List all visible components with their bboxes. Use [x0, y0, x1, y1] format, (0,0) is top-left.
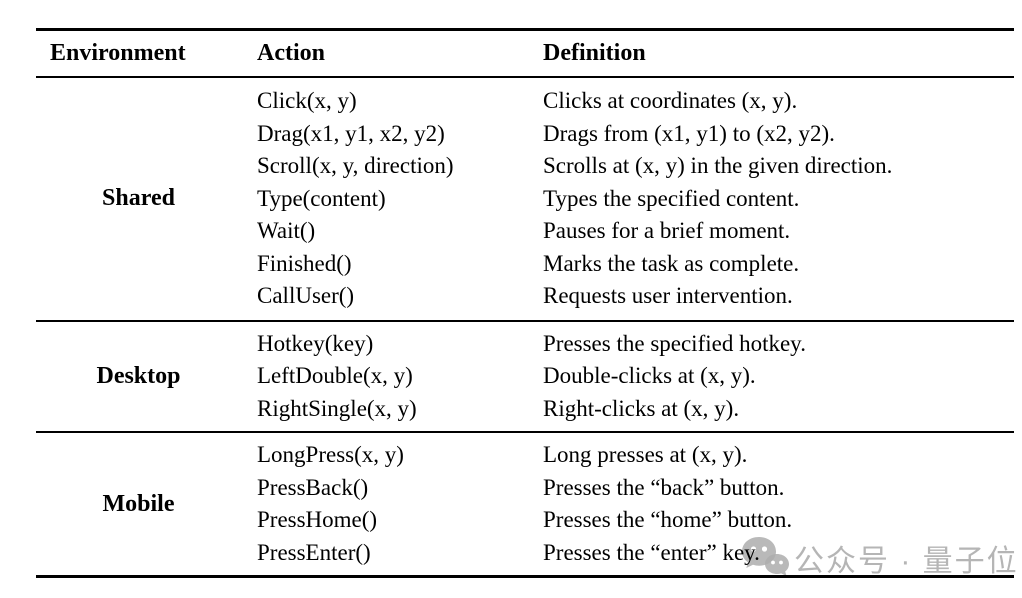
section-mobile-rows: LongPress(x, y) PressBack() PressHome() …: [241, 439, 1014, 569]
action-cell: Click(x, y): [257, 88, 357, 113]
env-label-mobile: Mobile: [102, 490, 175, 517]
env-label-shared: Shared: [102, 185, 175, 212]
header-environment: Environment: [50, 40, 186, 66]
definition-cell: Drags from (x1, y1) to (x2, y2).: [543, 120, 835, 146]
action-cells: LongPress(x, y) PressBack() PressHome() …: [241, 439, 543, 569]
definition-cell: Types the specified content.: [543, 185, 800, 211]
qbitai-watermark: 公众号 · 量子位: [740, 534, 1019, 582]
definition-cell: Requests user intervention.: [543, 283, 793, 308]
action-cell: CallUser(): [257, 283, 355, 308]
section-desktop-rows: Hotkey(key) LeftDouble(x, y) RightSingle…: [241, 328, 1014, 426]
definition-cell: Double-clicks at (x, y).: [543, 363, 756, 388]
table-header-row: Environment Action Definition: [36, 31, 1014, 78]
definition-cell: Presses the “enter” key.: [543, 539, 760, 565]
env-label-desktop: Desktop: [96, 362, 181, 389]
definition-cell: Presses the “back” button.: [543, 474, 785, 500]
action-cell: PressEnter(): [257, 539, 371, 565]
action-cell: PressBack(): [257, 474, 369, 500]
action-cell: Type(content): [257, 185, 386, 211]
definition-cell: Long presses at (x, y).: [543, 442, 748, 467]
action-cell: Hotkey(key): [257, 330, 374, 356]
action-cell: Finished(): [257, 250, 352, 276]
actions-table: Environment Action Definition Shared Cli…: [36, 28, 1014, 578]
header-action: Action: [257, 40, 325, 66]
action-cell: LongPress(x, y): [257, 442, 404, 467]
definition-cell: Presses the specified hotkey.: [543, 330, 806, 356]
watermark-text: 公众号 · 量子位: [794, 545, 1019, 578]
wechat-bubbles-icon: [740, 534, 790, 582]
action-cell: Wait(): [257, 218, 316, 243]
definition-cell: Presses the “home” button.: [543, 507, 793, 532]
definition-cells: Presses the specified hotkey. Double-cli…: [543, 328, 1014, 426]
section-desktop: Desktop Hotkey(key) LeftDouble(x, y) Rig…: [36, 322, 1014, 433]
action-cells: Click(x, y) Drag(x1, y1, x2, y2) Scroll(…: [241, 85, 543, 313]
section-shared: Shared Click(x, y) Drag(x1, y1, x2, y2) …: [36, 78, 1014, 322]
header-definition: Definition: [543, 40, 646, 66]
action-cell: RightSingle(x, y): [257, 395, 417, 421]
action-cells: Hotkey(key) LeftDouble(x, y) RightSingle…: [241, 328, 543, 426]
definition-cell: Clicks at coordinates (x, y).: [543, 88, 798, 113]
definition-cells: Clicks at coordinates (x, y). Drags from…: [543, 85, 1014, 313]
definition-cell: Pauses for a brief moment.: [543, 218, 791, 243]
definition-cell: Marks the task as complete.: [543, 250, 800, 276]
action-cell: PressHome(): [257, 507, 378, 532]
definition-cells: Long presses at (x, y). Presses the “bac…: [543, 439, 1014, 569]
action-cell: LeftDouble(x, y): [257, 363, 413, 388]
definition-cell: Scrolls at (x, y) in the given direction…: [543, 153, 893, 178]
section-shared-rows: Click(x, y) Drag(x1, y1, x2, y2) Scroll(…: [241, 85, 1014, 313]
definition-cell: Right-clicks at (x, y).: [543, 395, 740, 421]
section-mobile: Mobile LongPress(x, y) PressBack() Press…: [36, 433, 1014, 575]
action-cell: Scroll(x, y, direction): [257, 153, 454, 178]
action-cell: Drag(x1, y1, x2, y2): [257, 120, 445, 146]
